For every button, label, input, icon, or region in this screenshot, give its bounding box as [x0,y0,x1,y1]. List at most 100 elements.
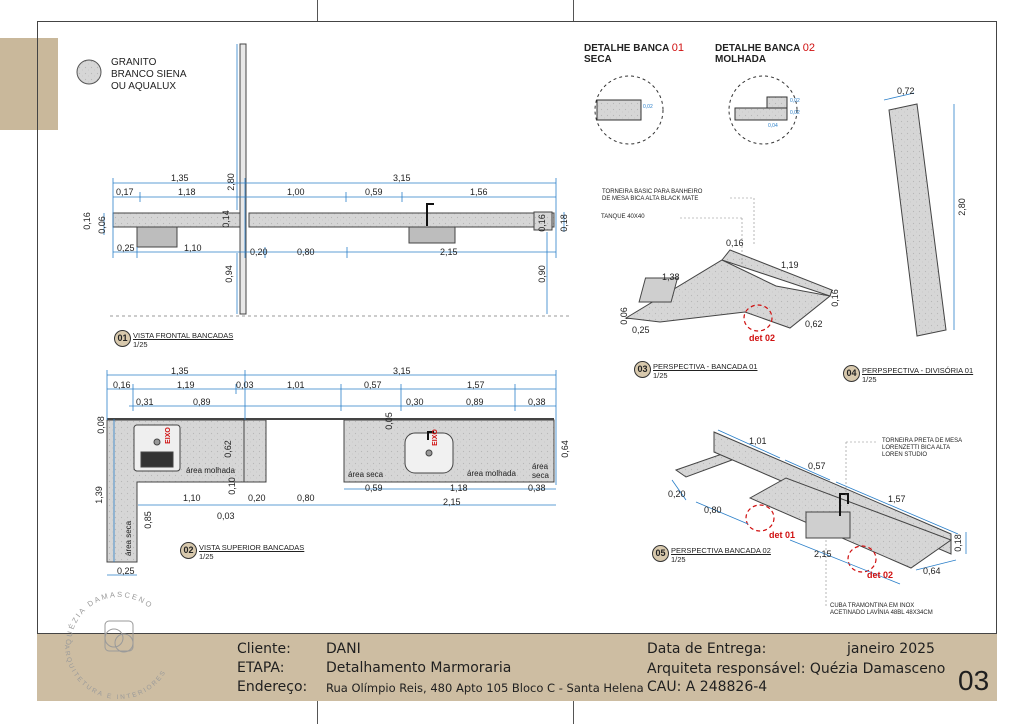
view-number-badge: 05 [652,545,669,562]
dim-label: 1,18 [178,187,196,197]
dim-label: 1,01 [749,436,767,446]
dim-label: 0,89 [466,397,484,407]
front-view [112,43,555,315]
area-label: área molhada [186,466,235,475]
area-label: área molhada [467,469,516,478]
axis-label: EIXO [431,429,439,446]
dim-label: 1,35 [171,366,189,376]
dim-label: 0,94 [223,265,234,283]
dim-label: 1,19 [177,380,195,390]
view-number-badge: 02 [180,542,197,559]
dim-label: 1,00 [287,187,305,197]
address-value: Rua Olímpio Reis, 480 Apto 105 Bloco C -… [326,681,644,695]
delivery-label: Data de Entrega: [647,641,767,657]
cau-number: CAU: A 248826-4 [647,679,768,695]
dim-label: 1,19 [781,260,799,270]
view-number-badge: 04 [843,365,860,382]
crop-mark [573,700,574,724]
material-legend: GRANITO BRANCO SIENA OU AQUALUX [111,57,187,93]
dim-label: 0,18 [558,214,569,232]
top-view [106,419,555,563]
dim-label: 0,80 [704,505,722,515]
dim-label: 0,30 [406,397,424,407]
dim-label: 0,04 [768,123,778,129]
dim-label: 0,90 [536,265,547,283]
perspective-bancada-01 [624,249,833,329]
dim-label: 1,57 [888,494,906,504]
dim-label: 2,15 [440,247,458,257]
dim-label: 0,16 [81,212,92,230]
top-dimension-lines [106,370,557,576]
dim-label: 0,16 [113,380,131,390]
axis-label: EIXO [164,427,172,444]
dim-label: 0,89 [193,397,211,407]
client-value: DANI [326,641,361,657]
dim-label: 0,59 [365,187,383,197]
dim-label: 1,18 [450,483,468,493]
dim-label: 1,57 [467,380,485,390]
dim-label: 2,80 [225,173,236,191]
dim-label: 0,17 [116,187,134,197]
detail-callout: det 02 [749,333,776,343]
dim-label: 1,38 [662,272,680,282]
dim-label: 0,72 [897,86,915,96]
page-number: 03 [958,665,990,696]
address-label: Endereço: [237,679,308,695]
client-label: Cliente: [237,641,291,657]
dim-label: 0,02 [643,104,653,110]
dim-label: 0,64 [559,440,570,458]
dim-label: 2,15 [443,497,461,507]
dim-label: 0,38 [528,397,546,407]
dim-label: 0,20 [668,489,686,499]
dim-label: 0,20 [250,247,268,257]
detail-02-title: DETALHE BANCA 02 MOLHADA [715,42,816,66]
dim-label: 0,02 [790,98,800,104]
detail-callout: det 01 [769,530,796,540]
dim-label: 0,14 [220,210,231,228]
view-number-badge: 01 [114,330,131,347]
area-label: seca [532,471,549,480]
dim-label: 0,03 [217,511,235,521]
dim-label: 0,57 [364,380,382,390]
area-label: área seca [348,470,384,479]
dim-label: 0,16 [829,289,840,307]
svg-text:ARQUITETURA E INTERIORES: ARQUITETURA E INTERIORES [63,645,168,701]
view-number-badge: 03 [634,361,651,378]
legend-line: GRANITO [111,57,157,68]
dim-label: 0,16 [726,238,744,248]
det-02-marker [847,545,877,573]
dim-label: 0,20 [248,493,266,503]
dim-label: 0,03 [236,380,254,390]
dim-label: 0,16 [536,214,547,232]
dim-label: 0,59 [365,483,383,493]
dim-label: 1,01 [287,380,305,390]
svg-text:QUÉZIA DAMASCENO: QUÉZIA DAMASCENO [64,590,155,645]
dim-label: 0,25 [117,243,135,253]
dim-label: 1,10 [184,243,202,253]
dim-label: 0,10 [226,477,237,495]
dim-label: 3,15 [393,173,411,183]
det-02-marker [743,304,773,332]
dim-label: 0,62 [805,319,823,329]
faucet-persp [839,493,849,516]
fixture-note: TANQUE 40X40 [601,214,645,220]
dim-label: 0,08 [95,416,106,434]
area-label: área [532,462,549,471]
dim-label: 0,05 [383,412,394,430]
detail-callout: det 02 [867,570,894,580]
area-label: área seca [124,520,133,556]
dim-label: 0,80 [297,247,315,257]
architect: Arquiteta responsável: Quézia Damasceno [647,661,946,677]
dim-label: 1,10 [183,493,201,503]
crop-mark [573,0,574,21]
studio-logo: QUÉZIA DAMASCENO ARQUITETURA E INTERIORE… [63,590,168,701]
dim-label: 1,56 [470,187,488,197]
dim-label: 2,80 [956,198,967,216]
